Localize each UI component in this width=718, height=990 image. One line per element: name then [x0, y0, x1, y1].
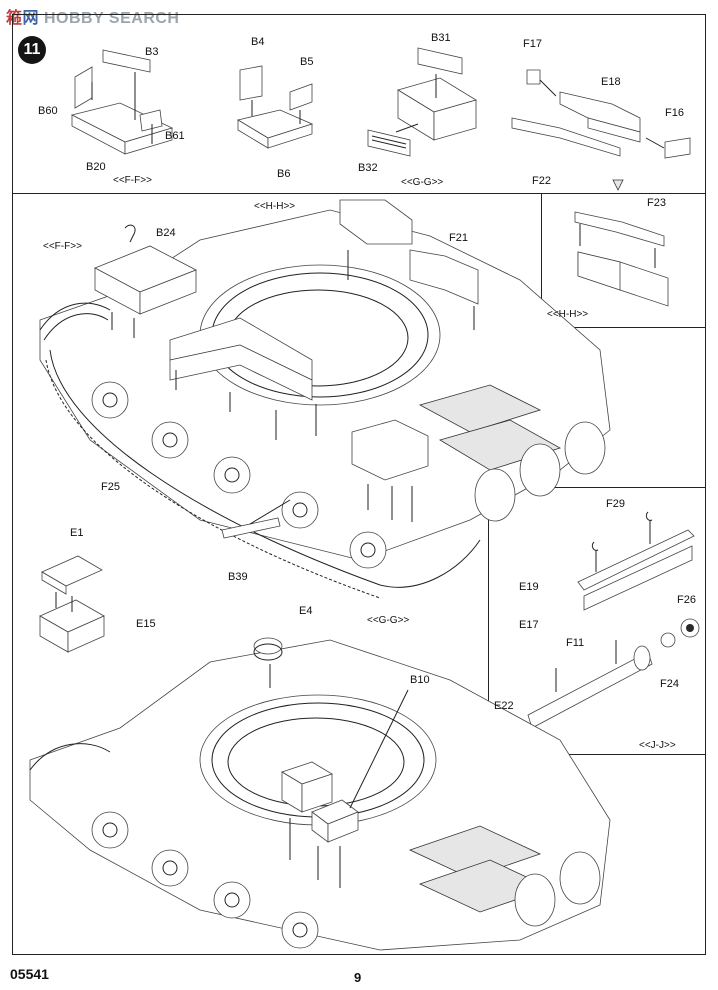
hh-detail-assembly [574, 179, 669, 307]
part-b3: B3 [145, 46, 159, 58]
part-f17: F17 [523, 38, 542, 50]
part-e19: E19 [519, 581, 539, 593]
section-gg-main: <<G-G>> [367, 615, 410, 626]
part-f29: F29 [606, 498, 625, 510]
page-number: 9 [354, 970, 362, 985]
part-b10: B10 [410, 674, 430, 686]
part-b6: B6 [277, 168, 291, 180]
step-badge: 11 [18, 36, 46, 64]
part-b61: B61 [165, 130, 185, 142]
part-f23: F23 [647, 197, 666, 209]
part-f25: F25 [101, 481, 120, 493]
part-e18: E18 [601, 76, 621, 88]
section-ff-top: <<F-F>> [113, 175, 152, 186]
part-b24: B24 [156, 227, 176, 239]
part-e15: E15 [136, 618, 156, 630]
step-number: 11 [23, 41, 41, 58]
footer-code: 05541 [10, 966, 49, 982]
part-b20: B20 [86, 161, 106, 173]
part-f21: F21 [449, 232, 468, 244]
part-b4: B4 [251, 36, 265, 48]
part-e22: E22 [494, 700, 514, 712]
part-e4: E4 [299, 605, 313, 617]
part-e17: E17 [519, 619, 539, 631]
part-f26: F26 [677, 594, 696, 606]
ff-box-assembly [70, 49, 174, 155]
gg-top-assembly [367, 47, 477, 157]
part-f11: F11 [566, 637, 585, 649]
part-b32: B32 [358, 162, 378, 174]
part-e1: E1 [70, 527, 84, 539]
section-ff-main: <<F-F>> [43, 241, 82, 252]
tank-upper [39, 199, 611, 599]
part-f16: F16 [665, 107, 684, 119]
section-gg-top: <<G-G>> [401, 177, 444, 188]
part-b5: B5 [300, 56, 314, 68]
tank-lower [29, 555, 611, 951]
b6-box-assembly [236, 65, 314, 149]
e18-assembly [511, 69, 691, 159]
section-jj-box: <<J-J>> [639, 740, 676, 751]
section-hh-box: <<H-H>> [547, 309, 589, 320]
hh-detail-box [541, 193, 706, 328]
part-f22: F22 [532, 175, 551, 187]
part-b31: B31 [431, 32, 451, 44]
part-b60: B60 [38, 105, 58, 117]
section-hh-main: <<H-H>> [254, 201, 296, 212]
part-f24: F24 [660, 678, 679, 690]
part-b39: B39 [228, 571, 248, 583]
jj-detail-box [488, 487, 706, 755]
